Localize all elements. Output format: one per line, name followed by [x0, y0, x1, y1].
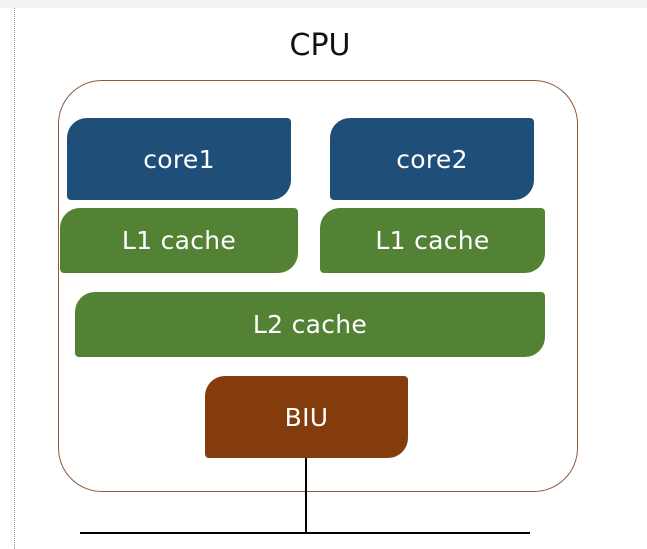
bus-connector-stem — [305, 458, 307, 534]
l1-cache-left-block: L1 cache — [60, 208, 298, 273]
l2-cache-block: L2 cache — [75, 292, 545, 357]
core1-block: core1 — [67, 118, 291, 200]
core2-block: core2 — [330, 118, 534, 200]
top-strip — [0, 0, 647, 8]
cpu-title: CPU — [289, 28, 351, 63]
biu-block: BIU — [205, 376, 408, 458]
system-bus-line — [80, 532, 530, 534]
left-dotted-border — [14, 8, 15, 549]
l1-cache-right-block: L1 cache — [320, 208, 545, 273]
